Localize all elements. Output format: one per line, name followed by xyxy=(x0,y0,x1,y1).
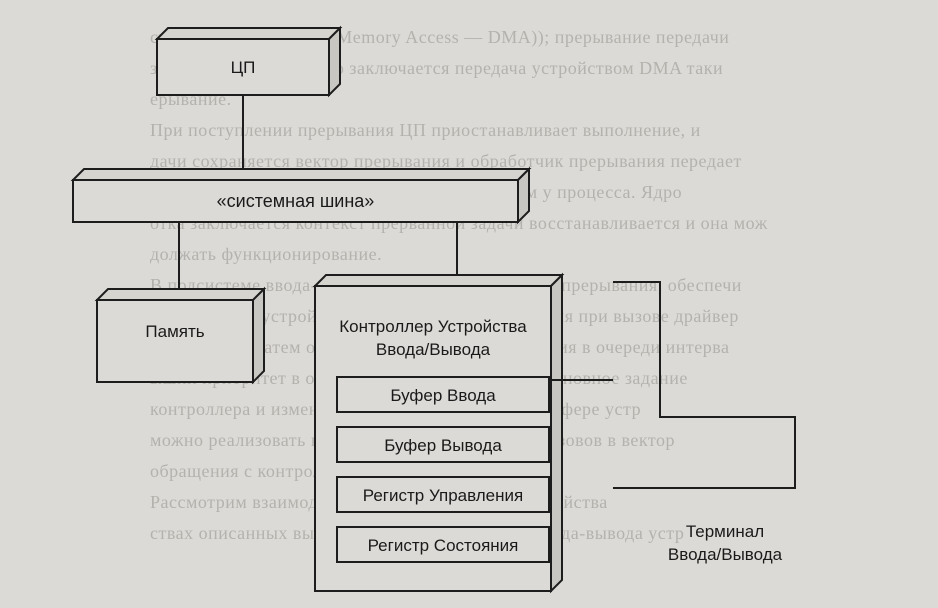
status-register-box xyxy=(336,526,550,563)
memory-node xyxy=(94,286,267,385)
memory-label: Память xyxy=(145,322,205,341)
control-register-label: Регистр Управления xyxy=(362,486,524,505)
input-buffer-box xyxy=(336,376,550,413)
background-line: При поступлении прерывания ЦП приостанав… xyxy=(150,120,701,140)
system-bus-label: «системная шина» xyxy=(216,191,375,211)
status-register-label: Регистр Состояния xyxy=(367,536,519,555)
background-line: дачи сохраняется вектор прерывания и обр… xyxy=(150,151,742,171)
system-bus-node xyxy=(70,166,532,225)
input-buffer-label: Буфер Ввода xyxy=(390,386,496,405)
terminal-shape xyxy=(613,281,796,489)
io-controller-title-line1: Контроллер Устройства xyxy=(339,317,527,336)
io-controller-title-line2: Ввода/Вывода xyxy=(375,340,491,359)
terminal-label-line2: Ввода/Вывода xyxy=(667,545,783,564)
output-buffer-label: Буфер Вывода xyxy=(384,436,502,455)
cpu-label: ЦП xyxy=(230,58,256,77)
background-line: должать функционирование. xyxy=(150,244,383,264)
terminal-label-line1: Терминал xyxy=(685,522,765,541)
control-register-box xyxy=(336,476,550,513)
output-buffer-box xyxy=(336,426,550,463)
